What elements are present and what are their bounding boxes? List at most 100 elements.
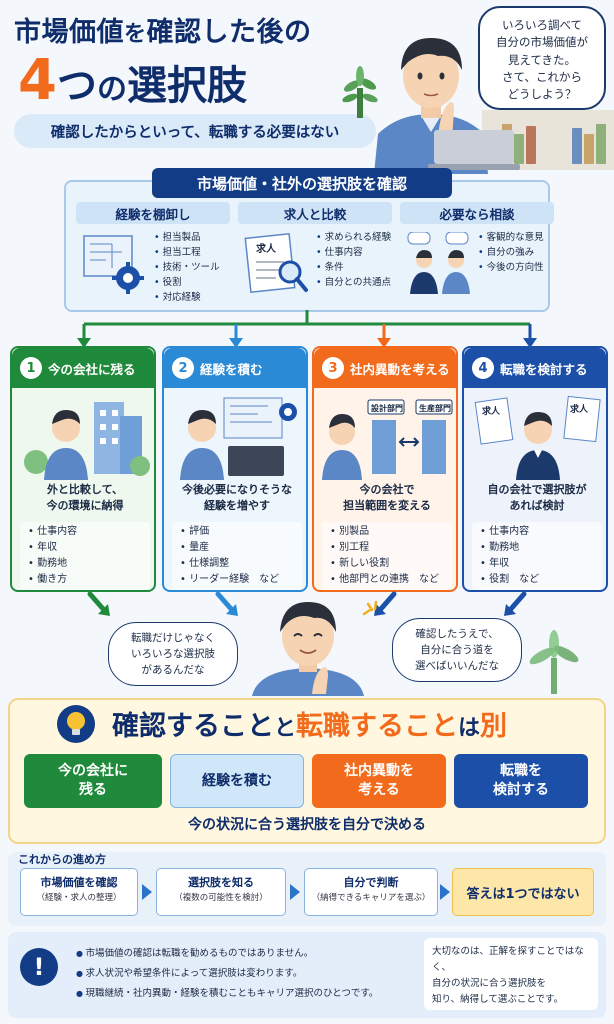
page-title-line1: 市場価値を確認した後の xyxy=(14,10,312,49)
speech-line: いろいろな選択肢 xyxy=(131,648,215,660)
consultation-people-icon xyxy=(407,232,470,294)
title-number: 4 xyxy=(18,48,57,113)
arrow-right-icon xyxy=(142,884,152,900)
conclusion-option-job-change: 転職を検討する xyxy=(454,754,588,808)
list-item: 客観的な意見 xyxy=(478,230,544,245)
step-note: （経験・求人の整理） xyxy=(36,893,122,903)
option-card-stay: 1 今の会社に残る 外と比較して、 今の環境に納得 仕事内容 年収 勤務地 働き… xyxy=(10,346,156,592)
mv-column-inventory: 経験を棚卸し 担当製品 担当工程 技術・ツール 役割 対応経験 xyxy=(76,202,230,304)
plant-icon xyxy=(342,66,378,118)
dept-label-production: 生産部門 xyxy=(419,403,451,413)
doc-label: 求人 xyxy=(570,403,589,415)
summary-line: 自分の状況に合う選択肢を xyxy=(432,978,547,989)
speech-line: いろいろ調べて xyxy=(501,18,583,32)
dept-label-design: 設計部門 xyxy=(371,403,403,413)
mv-column-heading: 必要なら相談 xyxy=(400,202,554,224)
label-line: 経験を積む xyxy=(202,772,272,789)
laptop-icon xyxy=(428,130,520,170)
option-header: 2 経験を積む xyxy=(164,348,306,388)
list-item: 仕様調整 xyxy=(180,556,294,572)
option-title: 転職を検討する xyxy=(500,361,588,377)
step-title: 自分で判断 xyxy=(343,876,399,889)
list-item: 年収 xyxy=(28,540,142,556)
desc-line: 今の会社で xyxy=(359,483,415,496)
notes-summary: 大切なのは、正解を探すことではなく、 自分の状況に合う選択肢を 知り、納得して選… xyxy=(424,938,598,1010)
person-job-documents-illustration: 求人 求人 xyxy=(474,395,601,480)
label-line: 今の会社に xyxy=(58,763,128,779)
page-title-line2: 4つの選択肢 xyxy=(18,48,247,113)
step-confirm: 市場価値を確認 （経験・求人の整理） xyxy=(20,868,138,916)
person-laptop-illustration xyxy=(180,397,297,480)
list-item: 別工程 xyxy=(330,540,444,556)
summary-line: 大切なのは、正解を探すことではなく、 xyxy=(432,946,584,973)
list-item: 他部門との連携 など xyxy=(330,572,444,588)
title-part: 確認した後の xyxy=(146,17,312,48)
step-title: 市場価値を確認 xyxy=(40,876,118,889)
speech-bubble-left: 転職だけじゃなく いろいろな選択肢 があるんだな xyxy=(108,622,238,686)
option-items: 仕事内容 年収 勤務地 働き方 xyxy=(20,522,150,590)
option-header: 1 今の会社に残る xyxy=(12,348,154,388)
title-part: の xyxy=(96,72,127,107)
label-line: 考える xyxy=(358,782,400,798)
title-part: 別 xyxy=(480,711,508,742)
desc-line: あれば検討 xyxy=(509,499,565,512)
desc-line: 自の会社で選択肢が xyxy=(487,483,587,496)
conclusion-subtitle: 今の状況に合う選択肢を自分で決める xyxy=(188,817,426,833)
desc-line: 今の環境に納得 xyxy=(46,499,124,512)
list-item: 働き方 xyxy=(28,572,142,588)
speech-line: 選べばいいんだな xyxy=(415,660,499,672)
steps-heading: これからの進め方 xyxy=(18,853,106,866)
title-part: 確認すること xyxy=(112,711,274,742)
mv-items: 担当製品 担当工程 技術・ツール 役割 対応経験 xyxy=(154,230,220,305)
option-description: 今後必要になりそうな 経験を増やす xyxy=(166,482,308,514)
list-item: 今後の方向性 xyxy=(478,260,544,275)
conclusion-title: 確認することと転職することは別 xyxy=(112,704,507,743)
title-part: つ xyxy=(56,63,97,109)
mv-items: 求められる経験 仕事内容 条件 自分との共通点 xyxy=(316,230,392,290)
desc-line: 担当範囲を変える xyxy=(343,499,431,512)
list-item: 別製品 xyxy=(330,524,444,540)
list-item: 求められる経験 xyxy=(316,230,392,245)
option-title: 今の会社に残る xyxy=(48,361,136,377)
list-item: 自分の強み xyxy=(478,245,544,260)
option-title: 社内異動を考える xyxy=(350,361,450,377)
list-item: 仕事内容 xyxy=(28,524,142,540)
option-items: 評価 量産 仕様調整 リーダー経験 など xyxy=(172,522,302,590)
list-item: 仕事内容 xyxy=(480,524,594,540)
option-number: 3 xyxy=(322,357,344,379)
list-item: 新しい役割 xyxy=(330,556,444,572)
step-know-options: 選択肢を知る （複数の可能性を検討） xyxy=(156,868,286,916)
arrow-right-icon xyxy=(440,884,450,900)
list-item: 仕事内容 xyxy=(316,245,391,260)
answer-badge: 答えは1つではない xyxy=(452,868,594,916)
note-item: 現職継続・社内異動・経験を積むこともキャリア選択のひとつです。 xyxy=(76,984,379,1004)
speech-line: 転職だけじゃなく xyxy=(131,632,215,644)
title-part: 転職すること xyxy=(296,711,459,742)
option-card-experience: 2 経験を積む 今後必要になりそうな 経験を増やす 評価 量産 仕様調整 リーダ… xyxy=(162,346,308,592)
conclusion-option-stay: 今の会社に残る xyxy=(24,754,162,808)
plant-icon xyxy=(529,630,579,694)
option-description: 外と比較して、 今の環境に納得 xyxy=(14,482,156,514)
conclusion-option-transfer: 社内異動を考える xyxy=(312,754,446,808)
desc-line: 経験を増やす xyxy=(204,499,270,512)
list-item: 対応経験 xyxy=(154,290,220,305)
list-item: 役割 など xyxy=(480,572,594,588)
list-item: 量産 xyxy=(180,540,294,556)
option-header: 3 社内異動を考える xyxy=(314,348,456,388)
option-items: 別製品 別工程 新しい役割 他部門との連携 など xyxy=(322,522,452,590)
mv-column-heading: 経験を棚卸し xyxy=(76,202,230,224)
lightbulb-icon xyxy=(57,705,95,743)
list-item: 年収 xyxy=(480,556,594,572)
option-items: 仕事内容 勤務地 年収 役割 など xyxy=(472,522,602,590)
note-item: 求人状況や希望条件によって選択肢は変わります。 xyxy=(76,964,378,984)
title-part: と xyxy=(274,716,297,741)
title-part: 市場価値 xyxy=(14,17,124,48)
speech-bubble-top: いろいろ調べて 自分の市場価値が 見えてきた。 さて、これから どうしよう？ xyxy=(478,6,606,110)
person-office-building-illustration xyxy=(24,402,150,480)
option-card-job-change: 4 転職を検討する 求人 求人 自の会社で選択肢が あれば検討 仕事内容 勤務地… xyxy=(462,346,608,592)
mv-items: 客観的な意見 自分の強み 今後の方向性 xyxy=(478,230,544,275)
list-item: 自分との共通点 xyxy=(316,275,391,290)
branch-arrows xyxy=(77,310,537,348)
summary-line: 知り、納得して選ぶことです。 xyxy=(432,994,564,1005)
option-card-transfer: 3 社内異動を考える 設計部門 生産部門 今の会社で 担当範囲を変える 別製品 … xyxy=(312,346,458,592)
